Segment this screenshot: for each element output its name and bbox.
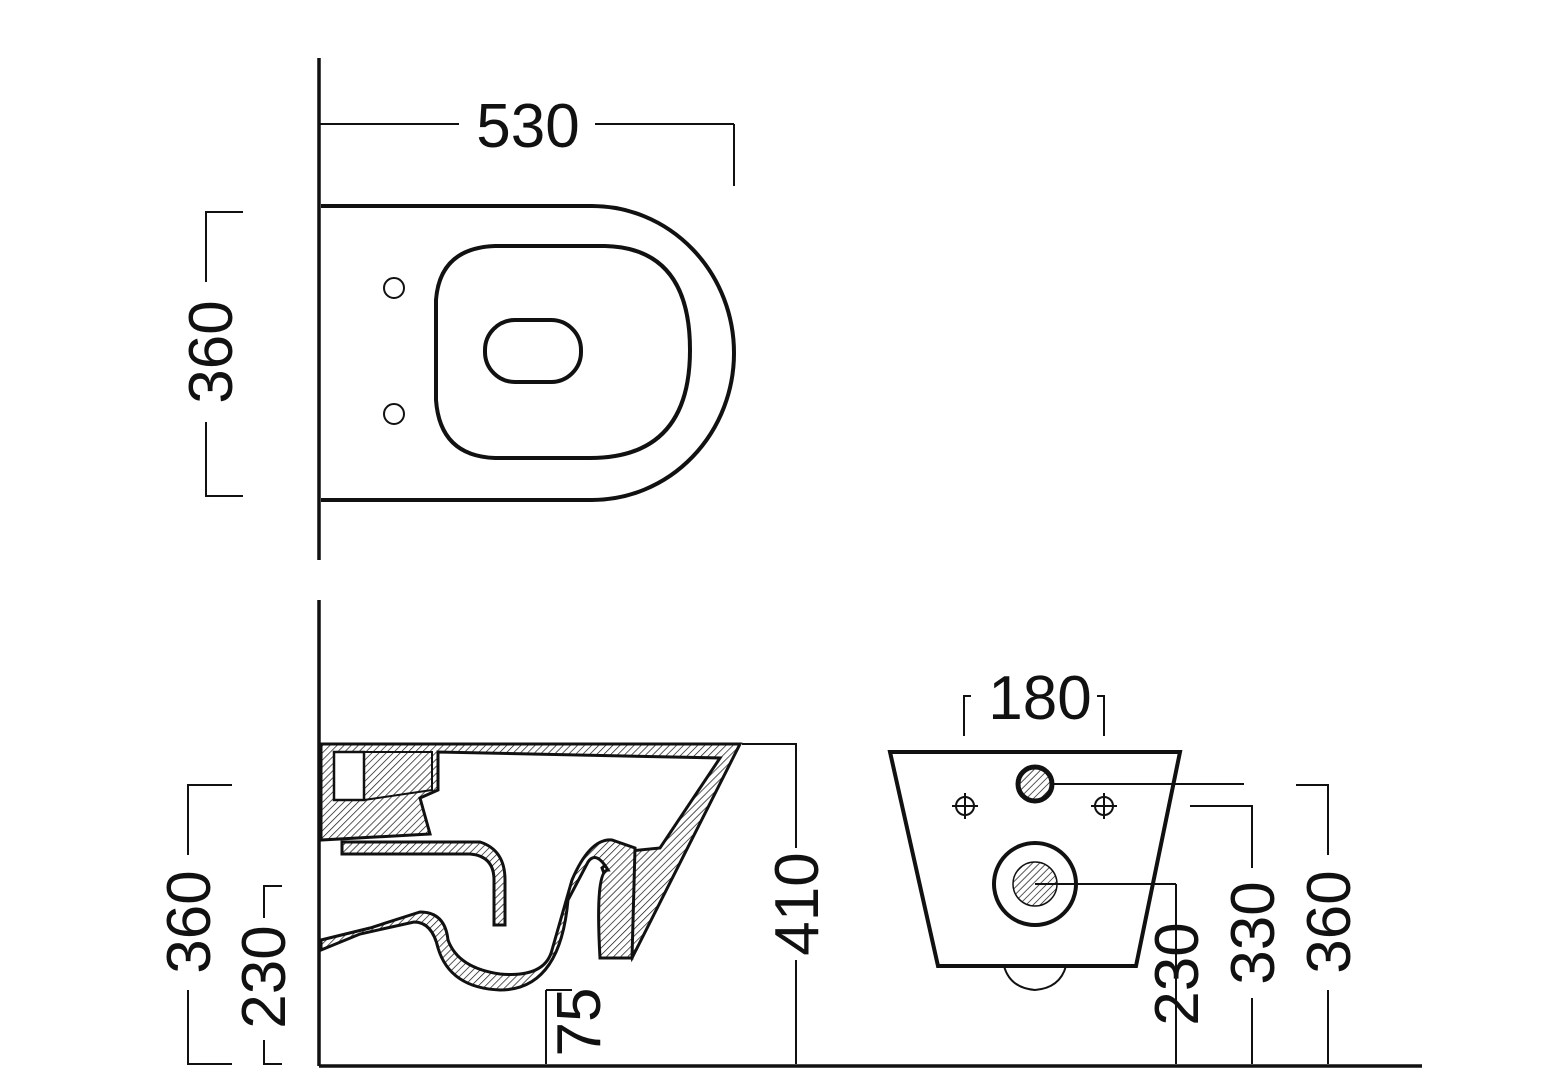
bolt-spacing-dimension: 180 xyxy=(963,664,1105,736)
width-dimension: 530 xyxy=(319,92,735,186)
bolt-spacing-dim-right xyxy=(1097,695,1105,736)
inlet-height-label: 330 xyxy=(1219,881,1288,984)
width-label: 530 xyxy=(476,92,579,161)
inlet-block xyxy=(332,750,366,802)
bowl-section-trap xyxy=(340,840,507,927)
bowl-height-dimension: 410 xyxy=(742,743,832,1064)
rear-body-outline xyxy=(887,750,1183,968)
seat-hole-upper xyxy=(383,277,405,299)
side-view: 360 230 75 410 xyxy=(155,600,1422,1068)
mount-dim-bottom xyxy=(263,1040,282,1065)
bowl-outline xyxy=(321,204,736,502)
inlet-height-dimension: 330 xyxy=(1190,805,1288,1064)
bowl-height-dim-top xyxy=(742,743,797,848)
side-height-dimension: 360 xyxy=(155,784,232,1065)
bolt-hole-right xyxy=(1091,793,1117,819)
mount-dim-top xyxy=(263,885,282,918)
outlet-dimension: 75 xyxy=(545,988,614,1064)
top-view: 530 360 xyxy=(177,58,736,560)
inlet-channel xyxy=(363,751,433,801)
side-total-height-label: 360 xyxy=(155,870,224,973)
rear-total-height-dimension: 360 xyxy=(1295,784,1364,1064)
seat-inner-outline xyxy=(434,244,693,460)
bowl-drain-opening xyxy=(483,318,583,384)
seat-hole-lower xyxy=(383,403,405,425)
depth-dimension: 360 xyxy=(177,211,246,497)
side-mount-height-label: 230 xyxy=(230,925,299,1028)
side-height-dim-top xyxy=(187,784,232,855)
outlet-height-label: 230 xyxy=(1143,922,1212,1025)
side-height-dim-bottom xyxy=(187,990,232,1065)
mount-height-dimension: 230 xyxy=(230,885,299,1065)
depth-dim-top xyxy=(205,211,243,282)
depth-dim-bottom xyxy=(205,422,243,497)
rear-total-height-label: 360 xyxy=(1295,870,1364,973)
bolt-hole-left xyxy=(952,793,978,819)
outlet-height-dimension: 230 xyxy=(1143,884,1212,1064)
water-inlet xyxy=(1015,764,1055,804)
rear-view: 180 230 330 xyxy=(887,664,1364,1064)
outlet-label: 75 xyxy=(545,988,614,1057)
inlet-height-dim-top xyxy=(1190,805,1253,868)
bolt-spacing-dim-left xyxy=(963,695,971,736)
bolt-spacing-label: 180 xyxy=(988,664,1091,733)
rear-total-dim-top xyxy=(1296,784,1329,855)
bowl-section-body xyxy=(319,838,637,992)
bowl-height-label: 410 xyxy=(763,852,832,955)
depth-label: 360 xyxy=(177,300,246,403)
rear-outlet-lip xyxy=(1003,965,1067,992)
